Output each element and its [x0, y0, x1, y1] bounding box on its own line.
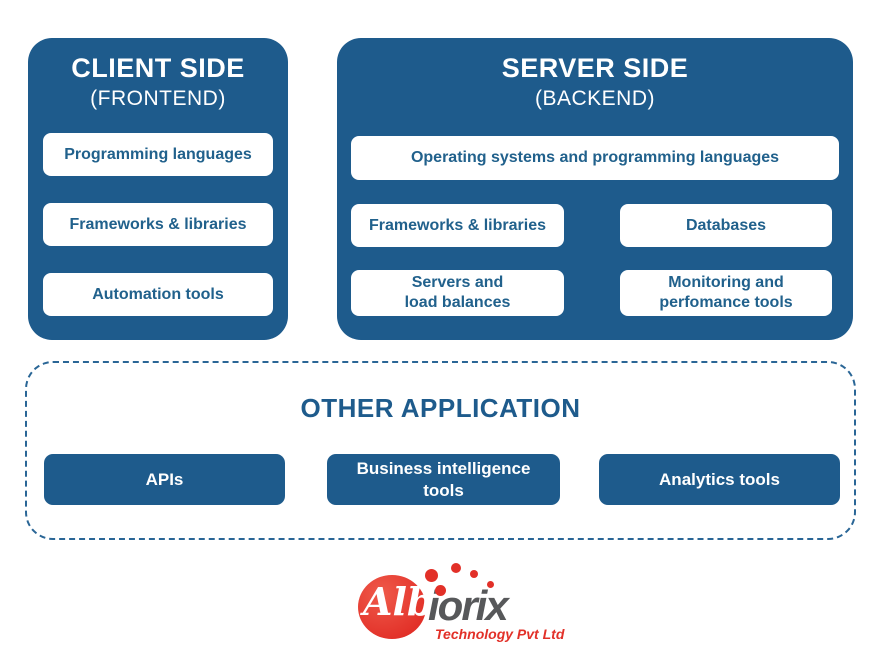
client-item-programming-languages: Programming languages [43, 133, 273, 176]
server-side-subtitle: (BACKEND) [534, 87, 655, 110]
logo-arc-dot-icon [451, 563, 461, 573]
other-application-box: OTHER APPLICATION APIs Business intellig… [25, 361, 856, 540]
other-application-title: OTHER APPLICATION [300, 393, 581, 423]
server-item-servers-load-balances: Servers and load balances [351, 270, 564, 316]
albiorix-logo: Alb iorix Technology Pvt Ltd [356, 562, 566, 657]
logo-arc-dot-icon [425, 569, 438, 582]
logo-i-dot-icon [435, 585, 446, 596]
server-item-databases: Databases [620, 204, 832, 247]
client-side-panel: CLIENT SIDE (FRONTEND) Programming langu… [28, 38, 288, 340]
client-item-frameworks-libraries: Frameworks & libraries [43, 203, 273, 246]
logo-alb-text: Alb [363, 579, 434, 624]
logo-red-circle: Alb [358, 575, 434, 639]
server-side-title: SERVER SIDE [501, 53, 689, 83]
client-side-subtitle: (FRONTEND) [90, 87, 226, 110]
logo-arc-dot-icon [487, 581, 494, 588]
client-side-title: CLIENT SIDE [71, 53, 245, 83]
other-item-analytics-tools: Analytics tools [599, 454, 840, 505]
server-item-operating-systems: Operating systems and programming langua… [351, 136, 839, 180]
logo-tagline-text: Technology Pvt Ltd [435, 626, 565, 642]
logo-arc-dot-icon [470, 570, 478, 578]
server-item-frameworks-libraries: Frameworks & libraries [351, 204, 564, 247]
client-item-automation-tools: Automation tools [43, 273, 273, 316]
server-side-panel: SERVER SIDE (BACKEND) Operating systems … [337, 38, 853, 340]
server-item-monitoring-perfomance: Monitoring and perfomance tools [620, 270, 832, 316]
other-item-apis: APIs [44, 454, 285, 505]
other-item-business-intelligence-tools: Business intelligence tools [327, 454, 560, 505]
